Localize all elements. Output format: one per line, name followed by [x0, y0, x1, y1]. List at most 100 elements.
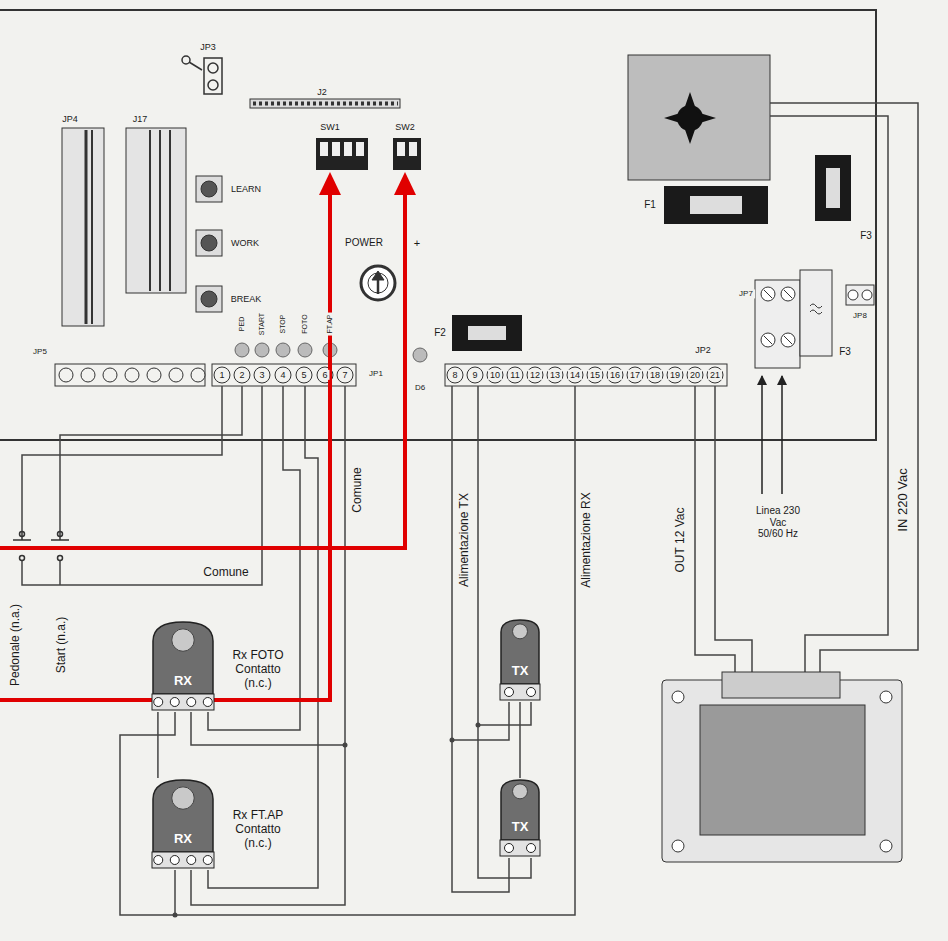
switch-contact [51, 532, 69, 540]
wire [208, 386, 300, 730]
terminal-block [587, 367, 603, 383]
connector-jp4-j17 [169, 130, 171, 291]
terminal-number: 4 [278, 370, 287, 380]
wiring-label: Rx FOTO Contatto (n.c.) [219, 649, 297, 690]
wire [191, 386, 345, 745]
device-outline [500, 840, 540, 856]
connector-jp4-j17 [62, 128, 186, 326]
terminal-block [103, 368, 117, 382]
red-arrow [394, 172, 416, 195]
device-outline [500, 684, 540, 700]
terminal-block [234, 367, 250, 383]
terminal-number: 2 [237, 370, 246, 380]
wiring-label: Alimentazione RX [580, 490, 594, 589]
wiring-label: IN 220 Vac [896, 466, 911, 533]
terminal-number: 15 [588, 370, 602, 380]
part-label: LEARN [229, 184, 263, 194]
push-button [196, 230, 222, 256]
wiring-label: Comune [351, 465, 365, 514]
device-outline [498, 778, 542, 858]
dip-switch [316, 138, 421, 170]
terminal-number: 10 [488, 370, 502, 380]
header-j2 [250, 99, 400, 108]
potentiometer [361, 266, 395, 300]
led-label: FOTO [301, 312, 309, 335]
device-outline [501, 780, 539, 840]
wiring-label: Comune [201, 566, 250, 580]
part-label: JP1 [367, 369, 385, 378]
device-label: TX [512, 664, 529, 678]
terminal-number: 3 [257, 370, 266, 380]
terminal-number: 19 [668, 370, 682, 380]
transformer [672, 840, 684, 852]
connector-jp4-j17 [126, 128, 186, 293]
switch-contact [13, 532, 31, 540]
part-label: SW1 [318, 122, 342, 132]
push-button [201, 181, 217, 197]
wire [208, 386, 318, 888]
terminal-number: 17 [628, 370, 642, 380]
wire [174, 870, 176, 915]
wire [22, 386, 222, 532]
transformer [662, 672, 902, 862]
device-outline [150, 778, 216, 870]
switch-contact [20, 556, 25, 561]
wire-dot [173, 723, 481, 918]
led [255, 343, 269, 357]
terminal-number: 1 [217, 370, 226, 380]
mains-arrow [761, 376, 763, 494]
part-label: JP4 [60, 114, 80, 124]
part-label: BREAK [229, 294, 264, 304]
potentiometer [372, 271, 384, 280]
device-label: RX [174, 832, 192, 846]
part-label: F1 [642, 199, 658, 211]
sensor-device: TX [498, 618, 542, 702]
led [276, 343, 290, 357]
dip-switch [332, 142, 340, 156]
terminal-block [667, 367, 683, 383]
push-button [201, 291, 217, 307]
terminal-block [55, 364, 205, 386]
terminal-block [627, 367, 643, 383]
terminal-block [507, 367, 523, 383]
part-label: + [412, 237, 422, 250]
terminal-block [275, 367, 291, 383]
part-label: WORK [229, 238, 261, 248]
part-label: POWER [343, 237, 385, 249]
terminal-block [527, 367, 543, 383]
red-arrow [319, 172, 341, 195]
wiring-label: Rx FT.AP Contatto (n.c.) [219, 809, 297, 850]
device-outline [505, 844, 514, 853]
wire-dot [476, 723, 481, 728]
terminal-block [337, 367, 353, 383]
switch-contact [58, 556, 63, 561]
terminal-block [547, 367, 563, 383]
header-j2 [253, 102, 398, 106]
power-terminal [755, 270, 874, 368]
push-button [196, 286, 222, 312]
led [298, 343, 312, 357]
terminal-block [707, 367, 723, 383]
connector-jp4-j17 [91, 130, 93, 324]
wire-connector [519, 702, 521, 778]
jumper-jp3 [204, 58, 222, 94]
led-label: START [258, 311, 266, 337]
power-terminal [755, 280, 800, 368]
part-label: JP8 [851, 311, 869, 320]
part-label: JP5 [31, 347, 49, 356]
device-label: TX [512, 820, 529, 834]
wire-dot [450, 738, 455, 743]
dip-switch [316, 138, 368, 170]
relay [628, 55, 770, 180]
wire-dot [173, 913, 178, 918]
transformer [700, 705, 865, 835]
device-outline [501, 620, 539, 684]
device-outline [203, 698, 212, 707]
mains-arrow [781, 376, 783, 494]
device-outline [527, 688, 536, 697]
part-label: JP7 [737, 289, 755, 298]
push-button [196, 176, 222, 312]
terminal-block [647, 367, 663, 383]
device-outline [505, 688, 514, 697]
potentiometer [361, 266, 395, 300]
